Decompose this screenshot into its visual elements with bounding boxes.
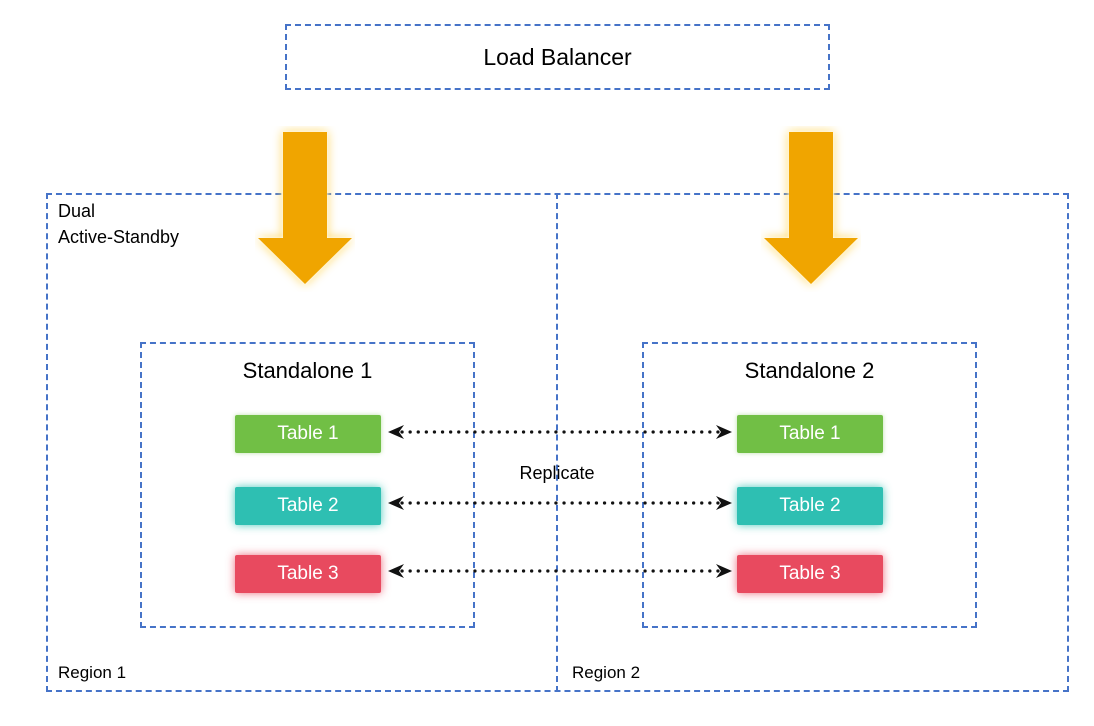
standalone-1-title: Standalone 1 [242, 358, 373, 383]
region-1-label: Region 1 [58, 663, 127, 682]
table-label: Table 3 [277, 563, 339, 584]
load-balancer-label: Load Balancer [483, 43, 632, 70]
standalone-2-box: Standalone 2 Table 1 Table 2 Table 3 [642, 342, 977, 628]
replication-arrows [388, 425, 732, 578]
standalone-1-box: Standalone 1 Table 1 Table 2 Table 3 [140, 342, 475, 628]
load-balancer-box: Load Balancer [285, 24, 830, 90]
standalone-1-table-3-badge: Table 3 [235, 555, 381, 593]
region-2-label: Region 2 [572, 663, 641, 682]
down-arrow-icon [764, 132, 858, 284]
standalone-1-table-1-badge: Table 1 [235, 415, 381, 453]
standalone-2-table-3-badge: Table 3 [737, 555, 883, 593]
standalone-2-title: Standalone 2 [744, 358, 875, 383]
table-label: Table 3 [779, 563, 841, 584]
dual-active-standby-label: Dual Active-Standby [58, 201, 180, 247]
region-divider-line [556, 193, 558, 692]
table-label: Table 2 [277, 495, 339, 516]
table-label: Table 2 [779, 495, 841, 516]
standalone-2-table-2-badge: Table 2 [737, 487, 883, 525]
table-label: Table 1 [277, 423, 339, 444]
replicate-label: Replicate [519, 463, 595, 483]
down-arrow-icon [258, 132, 352, 284]
table-label: Table 1 [779, 423, 841, 444]
standalone-1-table-2-badge: Table 2 [235, 487, 381, 525]
standalone-2-table-1-badge: Table 1 [737, 415, 883, 453]
